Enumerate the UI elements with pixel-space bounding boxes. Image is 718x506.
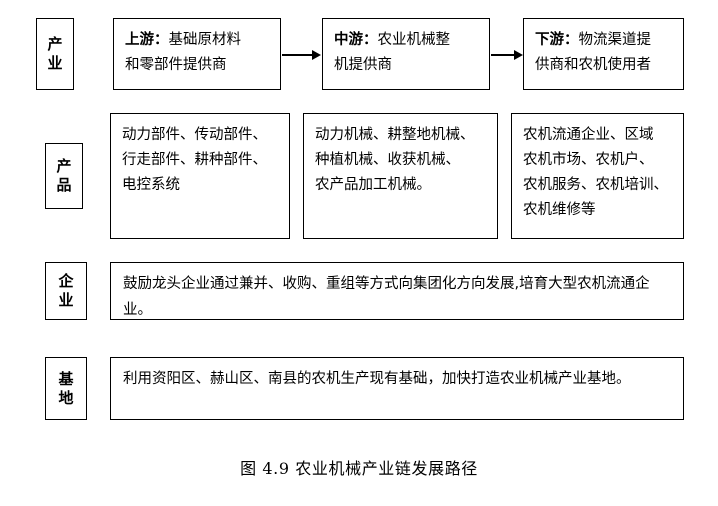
box-midstream-products: 动力机械、耕整地机械、 种植机械、收获机械、 农产品加工机械。	[303, 113, 498, 239]
arrow-midstream-to-downstream	[491, 50, 523, 60]
box-midstream-products-line-3: 农产品加工机械。	[315, 176, 431, 193]
box-downstream-line-2: 供商和农机使用者	[535, 56, 651, 73]
row-label-industry: 产业	[36, 18, 74, 90]
box-midstream-line-1: 中游：农业机械整	[334, 28, 478, 53]
row-label-enterprise: 企业	[45, 262, 87, 320]
box-upstream-products-line-1: 动力部件、传动部件、	[122, 127, 267, 143]
arrow-head	[312, 50, 321, 60]
arrow-head	[514, 50, 523, 60]
box-downstream-products-line-2: 农机市场、农机户、	[523, 151, 654, 168]
box-midstream-prefix: 中游：	[334, 32, 378, 48]
row-label-enterprise-text: 企业	[58, 272, 75, 309]
box-midstream-text-1: 农业机械整	[377, 32, 451, 48]
box-upstream-products-line-2: 行走部件、耕种部件、	[122, 151, 267, 168]
box-upstream: 上游：基础原材料 和零部件提供商	[113, 18, 281, 90]
box-midstream-products-line-2: 种植机械、收获机械、	[315, 151, 460, 168]
box-upstream-line-1: 上游：基础原材料	[125, 28, 269, 53]
box-base-strategy: 利用资阳区、赫山区、南县的农机生产现有基础，加快打造农业机械产业基地。	[110, 357, 684, 420]
box-downstream: 下游：物流渠道提 供商和农机使用者	[523, 18, 684, 90]
box-downstream-products-line-3: 农机服务、农机培训、	[523, 176, 668, 193]
box-upstream-text-1: 基础原材料	[168, 32, 242, 48]
box-downstream-text-1: 物流渠道提	[578, 32, 652, 48]
box-upstream-line-2: 和零部件提供商	[125, 56, 227, 73]
row-label-base: 基地	[45, 357, 87, 420]
box-downstream-products: 农机流通企业、区域 农机市场、农机户、 农机服务、农机培训、 农机维修等	[511, 113, 684, 239]
arrow-shaft	[491, 54, 515, 56]
row-label-base-text: 基地	[58, 369, 75, 407]
box-downstream-products-line-1: 农机流通企业、区域	[523, 127, 654, 143]
row-label-product: 产品	[45, 143, 83, 209]
box-downstream-products-line-4: 农机维修等	[523, 201, 596, 218]
box-enterprise-strategy: 鼓励龙头企业通过兼并、收购、重组等方式向集团化方向发展,培育大型农机流通企业。	[110, 262, 684, 320]
box-enterprise-strategy-text: 鼓励龙头企业通过兼并、收购、重组等方式向集团化方向发展,培育大型农机流通企业。	[123, 276, 650, 319]
box-upstream-products-line-3: 电控系统	[122, 176, 180, 193]
box-midstream-products-line-1: 动力机械、耕整地机械、	[315, 127, 475, 143]
row-label-product-text: 产品	[56, 157, 73, 194]
box-midstream: 中游：农业机械整 机提供商	[322, 18, 490, 90]
row-label-industry-text: 产业	[47, 35, 64, 72]
arrow-shaft	[282, 54, 313, 56]
box-downstream-line-1: 下游：物流渠道提	[535, 28, 672, 53]
arrow-upstream-to-midstream	[282, 50, 321, 60]
box-midstream-line-2: 机提供商	[334, 56, 392, 73]
figure-caption: 图 4.9 农业机械产业链发展路径	[240, 459, 478, 478]
box-upstream-products: 动力部件、传动部件、 行走部件、耕种部件、 电控系统	[110, 113, 290, 239]
box-downstream-prefix: 下游：	[535, 32, 579, 48]
box-base-strategy-text: 利用资阳区、赫山区、南县的农机生产现有基础，加快打造农业机械产业基地。	[123, 371, 631, 387]
box-upstream-prefix: 上游：	[125, 32, 169, 48]
